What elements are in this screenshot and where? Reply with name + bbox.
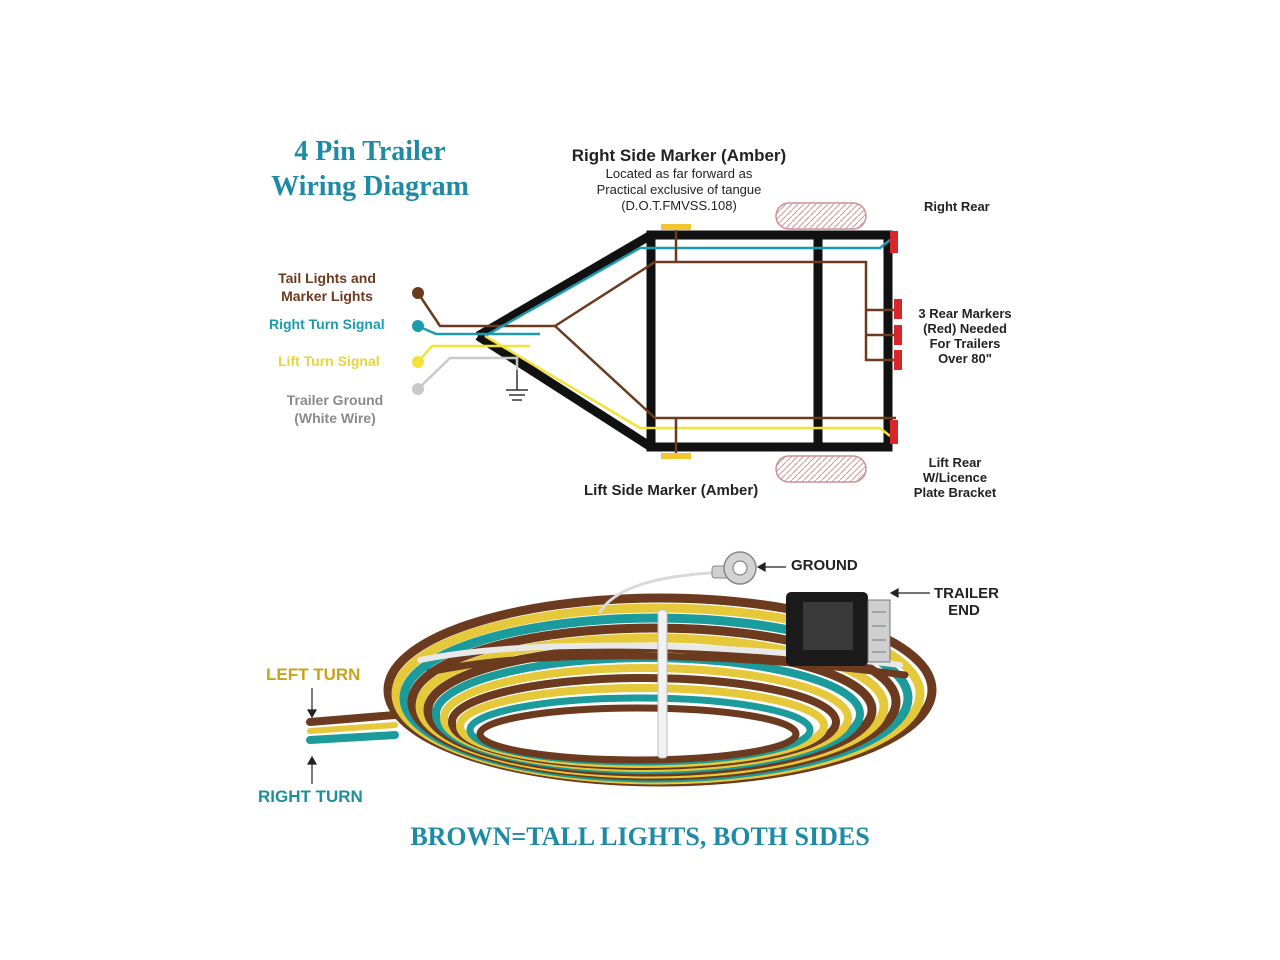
trailer-end-line-2: END <box>948 602 980 619</box>
left-side-marker-light <box>661 453 691 459</box>
ground-symbol <box>506 370 528 401</box>
yellow-terminal-dot <box>412 356 424 368</box>
trailer-wires <box>484 226 898 456</box>
rear-markers-line-1: 3 Rear Markers <box>918 306 1012 321</box>
right-rear-light <box>890 231 898 253</box>
wire-leads <box>416 292 555 390</box>
left-rear-light <box>890 420 898 444</box>
left-rear-label: Lift Rear W/Licence Plate Bracket <box>905 455 1005 500</box>
trailer-ground-line-2: (White Wire) <box>294 410 376 426</box>
trailer-end-connector <box>786 592 891 666</box>
white-terminal-dot <box>412 383 424 395</box>
tail-lights-line-2: Marker Lights <box>281 288 373 304</box>
trailer-end-label: TRAILER END <box>934 585 999 619</box>
title-line-1: 4 Pin Trailer <box>294 136 446 167</box>
left-wheel-fender <box>775 455 867 483</box>
yellow-lead-wire <box>417 344 530 363</box>
footer-caption: BROWN=TALL LIGHTS, BOTH SIDES <box>410 822 870 851</box>
brown-terminal-dot <box>412 287 424 299</box>
right-side-marker-note-2: Practical exclusive of tangue <box>596 182 762 197</box>
brown-left-wire <box>554 325 896 420</box>
rear-marker-light-3 <box>894 350 902 370</box>
left-side-marker-label: Lift Side Marker (Amber) <box>584 482 759 499</box>
rear-markers-line-4: Over 80" <box>938 351 992 366</box>
right-rear-label: Right Rear <box>924 199 990 214</box>
right-side-marker-callout: Right Side Marker (Amber) Located as far… <box>556 146 802 214</box>
white-lead-wire <box>417 356 519 390</box>
rear-markers-line-3: For Trailers <box>929 336 1001 351</box>
rear-markers-line-2: (Red) Needed <box>923 321 1007 336</box>
yellow-left-wire <box>484 334 891 437</box>
brown-lead-wire <box>416 292 555 328</box>
callout-arrows <box>306 561 930 784</box>
right-wheel-fender <box>775 202 867 230</box>
left-turn-cable-label: LEFT TURN <box>266 665 361 684</box>
rear-marker-light-1 <box>894 299 902 319</box>
title-line-2: Wiring Diagram <box>271 171 469 202</box>
left-rear-line-1: Lift Rear <box>928 455 982 470</box>
teal-right-wire <box>484 239 891 338</box>
diagram-title: 4 Pin Trailer Wiring Diagram <box>240 134 500 204</box>
trailer-ground-line-1: Trailer Ground <box>286 392 384 408</box>
left-rear-line-3: Plate Bracket <box>913 485 997 500</box>
teal-terminal-dot <box>412 320 424 332</box>
tail-lights-label: Tail Lights and Marker Lights <box>262 269 392 305</box>
right-side-marker-light <box>661 224 691 230</box>
rear-marker-light-2 <box>894 325 902 345</box>
right-side-marker-title: Right Side Marker (Amber) <box>571 146 787 165</box>
rear-markers-label: 3 Rear Markers (Red) Needed For Trailers… <box>910 306 1020 366</box>
brown-right-wire <box>554 260 898 362</box>
left-turn-signal-label: Lift Turn Signal <box>278 353 380 369</box>
right-side-marker-note-3: (D.O.T.FMVSS.108) <box>621 198 737 213</box>
tail-lights-line-1: Tail Lights and <box>278 270 376 286</box>
trailer-frame <box>475 230 893 452</box>
ground-callout-label: GROUND <box>791 557 858 574</box>
right-side-marker-note-1: Located as far forward as <box>605 166 753 181</box>
right-turn-signal-label: Right Turn Signal <box>269 316 385 332</box>
teal-lead-wire <box>417 324 540 336</box>
ground-ring-terminal <box>711 551 757 585</box>
trailer-end-line-1: TRAILER <box>934 585 999 602</box>
right-turn-cable-label: RIGHT TURN <box>258 787 363 806</box>
left-rear-line-2: W/Licence <box>922 470 988 485</box>
trailer-ground-label: Trailer Ground (White Wire) <box>270 391 400 427</box>
